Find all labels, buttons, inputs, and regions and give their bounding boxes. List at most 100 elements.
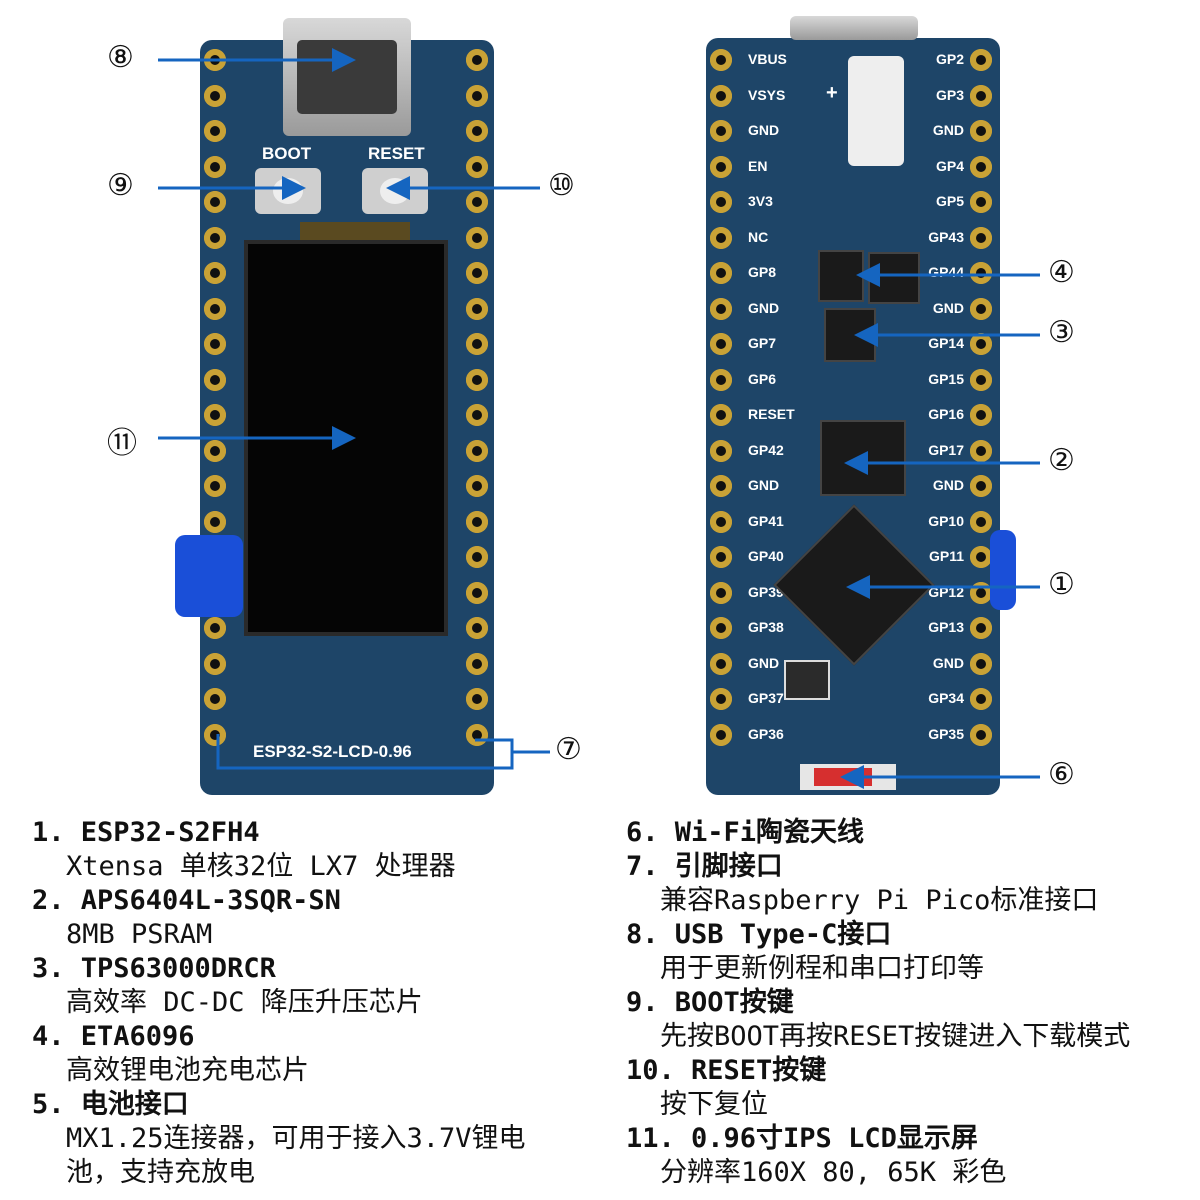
front-pin-pad-right-7 xyxy=(466,262,488,284)
front-pin-pad-right-17 xyxy=(466,617,488,639)
front-pin-pad-right-10 xyxy=(466,368,488,391)
front-pin-pad-left-18 xyxy=(204,652,226,675)
back-pin-label-right: GND xyxy=(932,654,964,671)
back-pin-pad-left-1 xyxy=(710,49,732,71)
back-pin-pad-right-7 xyxy=(970,262,992,284)
callout-arrows xyxy=(158,48,1040,789)
back-pin-label-left: GP38 xyxy=(748,619,784,635)
back-pin-label-left: RESET xyxy=(748,406,795,422)
back-pin-pad-right-10 xyxy=(970,368,992,391)
back-pin-label-right: GP34 xyxy=(928,690,964,706)
back-pin-pad-left-12 xyxy=(710,439,732,462)
back-pin-pad-right-11 xyxy=(970,404,992,426)
callout-6: ⑥ xyxy=(1048,757,1075,792)
back-pin-label-left: VSYS xyxy=(748,86,786,103)
back-pin-label-left: GND xyxy=(748,299,780,316)
back-pin-label-right: GP5 xyxy=(935,193,964,209)
back-pin-pad-left-15 xyxy=(710,546,732,568)
front-pin-pad-left-13 xyxy=(204,475,226,497)
back-pin-label-left: GP37 xyxy=(748,690,784,706)
front-pin-pad-left-12 xyxy=(204,439,226,462)
back-pin-pad-left-9 xyxy=(710,333,732,355)
back-pin-label-right: GP10 xyxy=(928,512,964,529)
back-pin-label-left: NC xyxy=(748,228,769,245)
front-pin-pad-left-19 xyxy=(204,688,226,710)
front-pin-pad-right-15 xyxy=(466,546,488,568)
callout-7: ⑦ xyxy=(555,732,582,767)
back-pin-label-right: GP17 xyxy=(928,441,964,458)
front-pin-pad-left-9 xyxy=(204,333,226,355)
board-name-label: ESP32-S2-LCD-0.96 xyxy=(253,742,412,761)
back-pin-pad-left-16 xyxy=(710,581,732,604)
front-pin-pad-right-11 xyxy=(466,404,488,426)
back-pin-pad-right-20 xyxy=(970,723,992,746)
reset-label: RESET xyxy=(368,144,425,163)
legend-item-8: 8. USB Type-C接口用于更新例程和串口打印等 xyxy=(626,919,984,984)
back-pin-pad-right-13 xyxy=(970,475,992,497)
front-pin-pad-right-18 xyxy=(466,652,488,675)
legend-item-6: 6. Wi-Fi陶瓷天线 xyxy=(626,817,865,848)
back-pin-pad-right-6 xyxy=(970,226,992,249)
back-pin-pad-left-8 xyxy=(710,297,732,320)
back-pin-label-left: GP42 xyxy=(748,441,784,458)
battery-connector-tab-front xyxy=(175,535,243,617)
arrow-7-bracket xyxy=(216,734,514,770)
back-pin-pad-right-8 xyxy=(970,297,992,320)
front-pin-pad-right-12 xyxy=(466,439,488,462)
callout-1: ① xyxy=(1048,567,1075,602)
back-pin-pad-right-3 xyxy=(970,120,992,142)
back-pin-label-right: GP14 xyxy=(928,335,964,351)
back-pin-label-right: GP15 xyxy=(928,370,964,387)
battery-jst-connector xyxy=(848,56,904,166)
back-pin-label-right: GP43 xyxy=(928,228,964,245)
back-pin-label-left: GP40 xyxy=(748,548,784,564)
back-pin-label-right: GND xyxy=(932,299,964,316)
back-pin-pad-right-18 xyxy=(970,652,992,675)
front-pin-pad-left-14 xyxy=(204,510,226,533)
back-pin-pad-left-13 xyxy=(710,475,732,497)
back-pin-pad-right-9 xyxy=(970,333,992,355)
back-pin-pad-left-10 xyxy=(710,368,732,391)
callout-2: ② xyxy=(1048,443,1075,478)
back-pin-pad-left-4 xyxy=(710,155,732,178)
back-pin-pad-right-4 xyxy=(970,155,992,178)
back-pin-label-left: GP39 xyxy=(748,583,784,600)
legend-item-10: 10. RESET按键按下复位 xyxy=(626,1055,827,1120)
front-pin-pad-left-6 xyxy=(204,226,226,249)
front-pin-pad-right-16 xyxy=(466,581,488,604)
back-pin-pad-right-12 xyxy=(970,439,992,462)
front-pin-pad-right-19 xyxy=(466,688,488,710)
back-pin-label-left: GND xyxy=(748,122,780,138)
back-pin-label-right: GP4 xyxy=(935,157,964,174)
callout-4: ④ xyxy=(1048,255,1075,290)
front-pin-pad-left-11 xyxy=(204,404,226,426)
back-pin-pad-left-2 xyxy=(710,84,732,107)
callout-3: ③ xyxy=(1048,315,1075,350)
lcd-flex-connector xyxy=(300,222,410,244)
back-pin-label-right: GP16 xyxy=(928,406,964,422)
back-pin-label-right: GP2 xyxy=(935,51,964,67)
battery-connector-tab-back xyxy=(990,530,1016,610)
back-pin-label-right: GP11 xyxy=(928,548,964,564)
usb-c-connector xyxy=(283,18,411,136)
front-pin-pad-right-2 xyxy=(466,84,488,107)
rgb-led xyxy=(784,660,830,700)
back-pin-label-left: GP36 xyxy=(748,725,784,742)
callout-10: ⑩ xyxy=(548,168,575,203)
legend-item-7: 7. 引脚接口兼容Raspberry Pi Pico标准接口 xyxy=(626,851,1099,916)
back-pin-label-right: GP3 xyxy=(935,86,964,103)
back-pin-pad-right-2 xyxy=(970,84,992,107)
front-pin-pad-right-3 xyxy=(466,120,488,142)
back-pin-pad-left-18 xyxy=(710,652,732,675)
back-pin-pad-left-7 xyxy=(710,262,732,284)
back-pin-label-right: GND xyxy=(932,122,964,138)
back-pin-pad-left-19 xyxy=(710,688,732,710)
usb-c-connector-back xyxy=(790,16,918,40)
front-pin-pad-left-3 xyxy=(204,120,226,142)
front-pin-pad-right-13 xyxy=(466,475,488,497)
